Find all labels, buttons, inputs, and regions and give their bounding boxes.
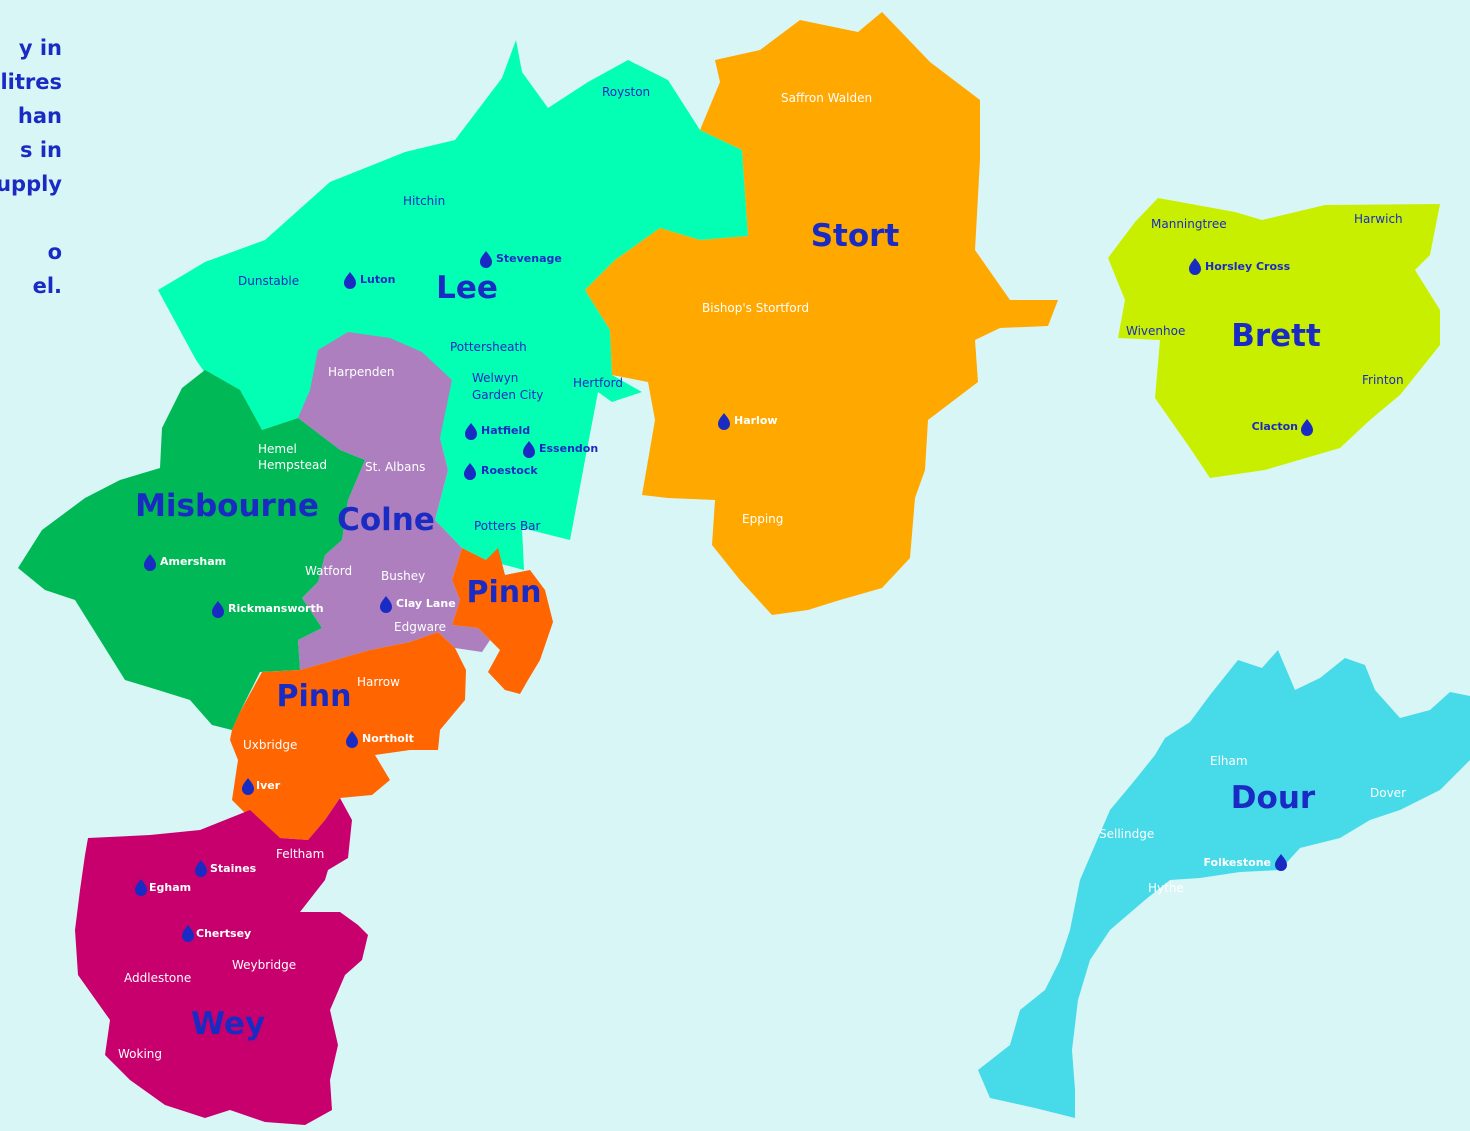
- region-misbourne[interactable]: [18, 370, 365, 730]
- region-label-stort: Stort: [811, 218, 900, 254]
- region-label-lee: Lee: [436, 270, 498, 306]
- town-label: Addlestone: [124, 971, 191, 985]
- town-label: Watford: [305, 564, 352, 578]
- town-label: Pottersheath: [450, 340, 527, 354]
- town-label: Potters Bar: [474, 519, 541, 533]
- region-label-brett: Brett: [1231, 318, 1321, 354]
- source-label[interactable]: Essendon: [539, 442, 598, 455]
- town-label: Edgware: [394, 620, 446, 634]
- source-label[interactable]: Stevenage: [496, 252, 562, 265]
- town-label: Uxbridge: [243, 738, 297, 752]
- source-label[interactable]: Folkestone: [1203, 856, 1271, 869]
- town-label: Epping: [742, 512, 783, 526]
- intro-text: y in litres han s in upply o el.: [0, 36, 70, 306]
- town-label: Hempstead: [258, 458, 327, 472]
- region-label-pinn-south: Pinn: [277, 679, 352, 714]
- region-label-wey: Wey: [191, 1006, 265, 1042]
- source-label[interactable]: Harlow: [734, 414, 778, 427]
- source-label[interactable]: Roestock: [481, 464, 538, 477]
- intro-line: s in: [20, 138, 62, 162]
- town-label: Garden City: [472, 388, 543, 402]
- town-label: Elham: [1210, 754, 1248, 768]
- source-label[interactable]: Egham: [149, 881, 191, 894]
- region-stort[interactable]: [585, 12, 1058, 615]
- town-label: Frinton: [1362, 373, 1404, 387]
- intro-line: el.: [32, 274, 62, 298]
- region-dour[interactable]: [978, 650, 1470, 1118]
- town-label: Saffron Walden: [781, 91, 872, 105]
- town-label: Wivenhoe: [1126, 324, 1185, 338]
- town-label: Royston: [602, 85, 650, 99]
- region-label-misbourne: Misbourne: [135, 488, 319, 524]
- region-label-colne: Colne: [337, 502, 435, 538]
- intro-line: y in: [18, 36, 62, 60]
- town-label: St. Albans: [365, 460, 425, 474]
- town-label: Woking: [118, 1047, 162, 1061]
- town-label: Hitchin: [403, 194, 445, 208]
- region-label-dour: Dour: [1231, 780, 1316, 816]
- town-label: Hertford: [573, 376, 623, 390]
- region-colne[interactable]: [298, 332, 490, 670]
- source-label[interactable]: Chertsey: [196, 927, 251, 940]
- source-label[interactable]: Clacton: [1252, 420, 1298, 433]
- region-pinn-south[interactable]: [230, 632, 466, 840]
- town-label: Harpenden: [328, 365, 395, 379]
- town-label: Feltham: [276, 847, 324, 861]
- town-label: Dunstable: [238, 274, 299, 288]
- source-label[interactable]: Horsley Cross: [1205, 260, 1291, 273]
- town-label: Bishop's Stortford: [702, 301, 809, 315]
- intro-line: litres: [0, 70, 62, 94]
- town-label: Harwich: [1354, 212, 1403, 226]
- source-label[interactable]: Rickmansworth: [228, 602, 324, 615]
- region-lee[interactable]: [158, 40, 748, 570]
- region-wey[interactable]: [75, 798, 368, 1125]
- town-label: Welwyn: [472, 371, 518, 385]
- source-label[interactable]: Amersham: [160, 555, 226, 568]
- town-label: Sellindge: [1099, 827, 1154, 841]
- source-label[interactable]: Iver: [256, 779, 281, 792]
- source-label[interactable]: Luton: [360, 273, 396, 286]
- intro-line: han: [17, 104, 62, 128]
- town-label: Bushey: [381, 569, 425, 583]
- intro-line: o: [47, 240, 62, 264]
- town-label: Weybridge: [232, 958, 296, 972]
- town-label: Hemel: [258, 442, 297, 456]
- source-label[interactable]: Northolt: [362, 732, 414, 745]
- region-pinn-north[interactable]: [452, 548, 553, 694]
- town-label: Dover: [1370, 786, 1406, 800]
- town-label: Harrow: [357, 675, 400, 689]
- source-label[interactable]: Staines: [210, 862, 257, 875]
- town-label: Hythe: [1148, 881, 1184, 895]
- source-label[interactable]: Clay Lane: [396, 597, 456, 610]
- region-label-pinn-north: Pinn: [467, 575, 542, 610]
- town-label: Manningtree: [1151, 217, 1227, 231]
- intro-line: upply: [0, 172, 62, 196]
- source-label[interactable]: Hatfield: [481, 424, 530, 437]
